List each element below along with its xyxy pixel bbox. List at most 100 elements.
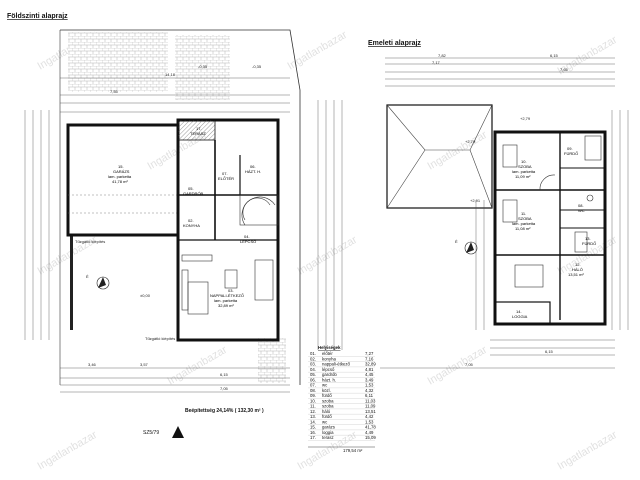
north-triangle-icon <box>172 426 184 438</box>
table-cell-name: terasz <box>322 435 334 440</box>
svg-text:13.: 13. <box>585 236 591 241</box>
svg-text:10.: 10. <box>521 159 527 164</box>
svg-text:05.: 05. <box>188 186 194 191</box>
paving-area <box>258 338 286 383</box>
svg-text:LÉPCSŐ: LÉPCSŐ <box>240 239 256 244</box>
table-cell-name: gardrób <box>322 372 337 377</box>
svg-text:LOGGIA: LOGGIA <box>512 314 528 319</box>
svg-text:13,51 m²: 13,51 m² <box>568 272 584 277</box>
table-cell-area: 13,51 <box>365 409 376 414</box>
watermark: Ingatlanbazar <box>426 129 490 173</box>
svg-text:KONYHA: KONYHA <box>183 223 200 228</box>
table-cell-number: 06. <box>310 377 316 382</box>
svg-text:ELŐTÉR: ELŐTÉR <box>218 176 234 181</box>
table-cell-area: 15,09 <box>365 435 376 440</box>
table-cell-number: 01. <box>310 351 316 356</box>
svg-text:09.: 09. <box>567 146 573 151</box>
table-cell-name: szoba <box>322 404 334 409</box>
toilet <box>586 194 594 202</box>
paving-area <box>68 32 168 92</box>
table-cell-number: 09. <box>310 393 316 398</box>
dining-table <box>187 281 209 315</box>
svg-text:GARDRÓB: GARDRÓB <box>183 191 204 196</box>
svg-text:É: É <box>86 274 89 279</box>
upper-floor-title: Emeleti alaprajz <box>368 40 421 47</box>
table-cell-number: 12. <box>310 409 316 414</box>
svg-text:11,09 m²: 11,09 m² <box>515 174 531 179</box>
watermark: Ingatlanbazar <box>36 429 100 473</box>
table-cell-number: 13. <box>310 414 316 419</box>
svg-text:GARÁZS: GARÁZS <box>113 169 130 174</box>
svg-text:lam. parketta: lam. parketta <box>108 174 132 179</box>
table-cell-area: 7,16 <box>365 356 374 361</box>
dimension-label: 7,55 <box>110 89 119 94</box>
lot-number: SZ5/79 <box>143 430 159 436</box>
ground-floor-plan: Földszinti alaprajz 14,18 7,55 -0,35 -0,… <box>7 13 343 438</box>
dimension-label: 3,57 <box>140 362 149 367</box>
svg-text:FÜRDŐ: FÜRDŐ <box>582 241 596 246</box>
table-cell-name: lépcső <box>322 367 335 372</box>
table-cell-area: 1,53 <box>365 419 374 424</box>
table-cell-area: 1,53 <box>365 383 374 388</box>
armchair <box>224 269 238 289</box>
table-cell-name: fürdő <box>322 393 332 398</box>
table-cell-area: 4,81 <box>365 367 374 372</box>
svg-text:14.: 14. <box>516 309 522 314</box>
dimension-label: 7,17 <box>432 60 441 65</box>
svg-text:32,89 m²: 32,89 m² <box>218 303 234 308</box>
dimension-label: 6,15 <box>545 349 554 354</box>
table-cell-number: 10. <box>310 398 316 403</box>
table-cell-area: 6,11 <box>365 393 374 398</box>
level-label: +2,79 <box>520 116 531 121</box>
watermark: Ingatlanbazar <box>426 344 490 388</box>
shower <box>574 231 588 253</box>
table-total: 179,54 m² <box>343 448 363 453</box>
dimension-label: 7,05 <box>220 386 229 391</box>
legend-note: Tűzgátló kiépítés <box>145 336 175 341</box>
terrace-structure <box>177 119 216 141</box>
table-cell-area: 4,45 <box>365 372 374 377</box>
svg-text:SZOBA: SZOBA <box>518 164 532 169</box>
table-cell-number: 11. <box>310 404 316 409</box>
table-cell-number: 07. <box>310 383 316 388</box>
svg-text:02.: 02. <box>188 218 194 223</box>
svg-text:É: É <box>455 239 458 244</box>
double-bed <box>514 264 544 288</box>
table-cell-name: közl. <box>322 388 331 393</box>
dimension-label: 3,46 <box>88 362 97 367</box>
ground-room-labels: 15. GARÁZS lam. parketta 41,78 m² 17. TE… <box>108 126 261 308</box>
fence-line <box>70 235 73 330</box>
table-cell-name: wc <box>322 383 328 388</box>
watermark: Ingatlanbazar <box>296 234 360 278</box>
svg-text:11,08 m²: 11,08 m² <box>515 226 531 231</box>
table-cell-name: háló <box>322 409 331 414</box>
svg-text:12.: 12. <box>575 262 581 267</box>
table-cell-name: szoba <box>322 398 334 403</box>
table-cell-area: 41,78 <box>365 425 376 430</box>
table-cell-number: 16. <box>310 430 316 435</box>
table-cell-number: 04. <box>310 367 316 372</box>
lot-boundary <box>60 29 301 385</box>
stair <box>239 194 279 226</box>
table-cell-name: garázs <box>322 425 335 430</box>
svg-text:TERASZ: TERASZ <box>190 131 206 136</box>
table-cell-number: 15. <box>310 425 316 430</box>
table-cell-area: 4,49 <box>365 430 374 435</box>
ground-floor-title: Földszinti alaprajz <box>7 13 68 20</box>
table-cell-area: 11,03 <box>365 398 376 403</box>
svg-text:15.: 15. <box>118 164 124 169</box>
bathtub <box>584 135 602 161</box>
level-label: ±0,00 <box>140 293 151 298</box>
table-cell-number: 05. <box>310 372 316 377</box>
svg-text:HÁZT. H.: HÁZT. H. <box>245 169 261 174</box>
watermark: Ingatlanbazar <box>286 29 350 73</box>
table-cell-area: 3,49 <box>365 377 374 382</box>
table-cell-area: 7,27 <box>365 351 374 356</box>
table-cell-name: loggia <box>322 430 334 435</box>
table-cell-number: 14. <box>310 419 316 424</box>
table-cell-area: 4,42 <box>365 414 374 419</box>
table-cell-area: 11,09 <box>365 404 376 409</box>
